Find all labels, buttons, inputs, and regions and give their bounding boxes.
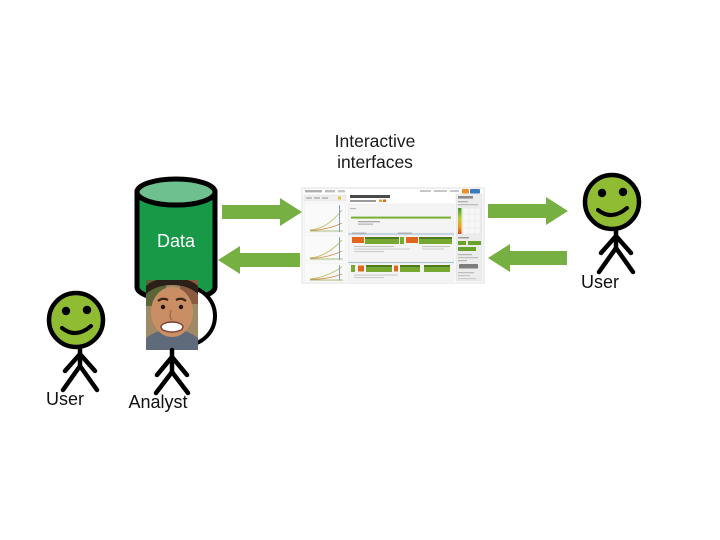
dashboard-title-text <box>350 195 390 198</box>
smiley-face <box>46 290 106 350</box>
smiley-face <box>582 172 642 232</box>
caption-line-2: interfaces <box>337 152 413 172</box>
stick-body <box>596 226 636 275</box>
dashboard-screenshot <box>301 187 485 284</box>
arrow-data-to-interface <box>222 198 302 226</box>
cylinder-top <box>134 176 218 208</box>
mini-line-chart <box>303 234 347 262</box>
user-left-label: User <box>46 389 84 409</box>
eye-left <box>597 188 607 198</box>
mini-line-chart <box>303 262 347 282</box>
sidebar-green-bars <box>458 241 481 251</box>
caption-line-1: Interactive <box>334 131 416 151</box>
analyst-photo <box>146 280 198 350</box>
timeline-panel <box>347 262 455 282</box>
stick-body <box>60 344 100 393</box>
eye-right <box>618 187 628 197</box>
analyst-figure: Analyst <box>128 280 217 412</box>
dashboard-timeline-panels <box>347 195 455 282</box>
dashboard-logo-icon <box>470 189 480 194</box>
arrow-user-to-interface <box>488 244 567 272</box>
dashboard-sidebar <box>455 193 483 282</box>
database-label: Data <box>157 231 196 251</box>
dashboard-logo-icon <box>462 189 469 194</box>
smile <box>60 324 93 335</box>
sidebar-button <box>459 264 478 269</box>
flow-arrows <box>218 197 568 274</box>
arrow-interface-to-data <box>218 246 300 274</box>
smile <box>596 206 629 217</box>
arrow-interface-to-user <box>488 197 568 225</box>
dashboard-left-charts <box>303 194 347 282</box>
user-figure-right: User <box>581 172 642 292</box>
eye-right <box>82 305 92 315</box>
user-right-label: User <box>581 272 619 292</box>
mini-line-chart <box>303 202 347 234</box>
eye-left <box>61 306 71 316</box>
timeline-panel <box>347 203 455 234</box>
color-scale-legend <box>458 207 481 235</box>
interfaces-caption: Interactive interfaces <box>300 131 450 173</box>
analyst-label: Analyst <box>128 392 187 412</box>
user-figure-left: User <box>46 290 106 409</box>
analyst-stick-body <box>153 347 191 396</box>
dashboard-topbar <box>305 189 480 194</box>
timeline-panel <box>347 232 455 263</box>
